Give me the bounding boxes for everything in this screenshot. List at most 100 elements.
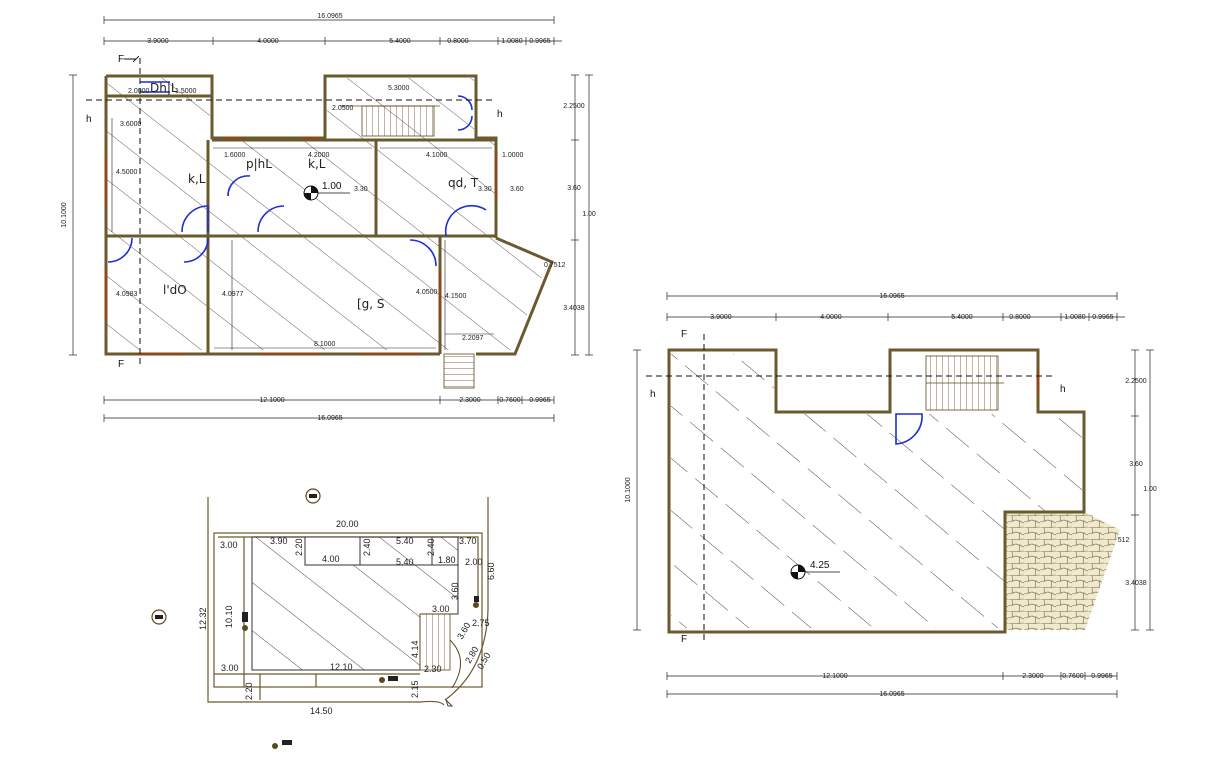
plan2-dim-bottom-1: 12.1000 <box>822 673 847 680</box>
plan1-dim-top-5: 1.0080 <box>501 38 523 45</box>
plan1-inner-dim: 3.6000 <box>120 121 142 128</box>
site-dim: 3.00 <box>432 604 450 614</box>
plan1-inner-dim: 2.0000 <box>128 88 150 95</box>
plan1-inner-dim: 4.0977 <box>222 291 244 298</box>
plan1-inner-dim: 3.30 <box>354 186 368 193</box>
plan2-walls <box>667 348 1086 634</box>
plan1-room-1: Dh|L <box>150 81 178 95</box>
plan1-inner-dim: 0.7512 <box>544 262 566 269</box>
plan2-dim-bottom-4: 0.9965 <box>1091 673 1113 680</box>
plan1-right-dim-3: 3.4038 <box>563 305 585 312</box>
plan1-stairs <box>361 105 435 137</box>
plan1-dim-top-3: 5.4000 <box>389 38 411 45</box>
site-markers <box>151 488 479 749</box>
site-dim: 5.40 <box>396 557 414 567</box>
plan2-dim-top-2: 4.0000 <box>820 314 842 321</box>
plan2-right-total: 1.00 <box>1143 486 1157 493</box>
plan1-dim-top-1: 3.9000 <box>147 38 169 45</box>
plan1-section-h-left: h <box>86 114 92 125</box>
plan2-vertical-dimensions <box>633 349 1154 631</box>
plan1-inner-dim: 4.1000 <box>426 152 448 159</box>
plan2-section-h-right: h <box>1060 384 1066 395</box>
plan1-inner-dim: 1.0000 <box>502 152 524 159</box>
plan2-overall-top: 16.0965 <box>879 293 904 300</box>
plan1-inner-dim: 4.0500 <box>416 289 438 296</box>
plan2-dim-top-5: 1.0080 <box>1064 314 1086 321</box>
site-dim: 3.60 <box>450 582 460 600</box>
plan1-bottom-dimensions <box>103 396 555 422</box>
site-dim: 5.40 <box>396 536 414 546</box>
site-dim: 2.00 <box>465 557 483 567</box>
plan2-dim-top-3: 5.4000 <box>951 314 973 321</box>
site-dim: 2.15 <box>410 680 420 698</box>
plan1-level: 1.00 <box>322 181 342 192</box>
site-dim: 2.40 <box>362 538 372 556</box>
site-dim: 3.90 <box>270 536 288 546</box>
site-dim: 4.00 <box>322 554 340 564</box>
plan1-inner-dim: 1.5000 <box>175 88 197 95</box>
plan1-doors <box>107 81 487 267</box>
plan2-section-f-bottom: F <box>681 634 687 645</box>
plan1-overall-bottom: 16.0965 <box>317 415 342 422</box>
plan1-vertical-dimensions <box>69 74 593 356</box>
plan2-bottom-dimensions <box>666 672 1118 698</box>
site-dim: 2.20 <box>294 538 304 556</box>
plan1-room-5: qd, T <box>448 176 479 190</box>
site-dim: 3.70 <box>459 536 477 546</box>
plan2-level: 4.25 <box>810 560 830 571</box>
plan2-right-dim-1: 2.2500 <box>1125 378 1147 385</box>
site-dim: 20.00 <box>336 519 359 529</box>
site-dim: 6.60 <box>486 562 496 580</box>
ground-floor-plan: 16.0965 3.9000 4.0000 5.4000 0.8000 1.00… <box>61 13 596 422</box>
site-steps <box>419 613 451 671</box>
site-dimensions: 20.00 3.00 3.90 2.20 4.00 2.40 5.40 2.40… <box>198 519 496 716</box>
plan2-top-dimensions <box>666 292 1125 321</box>
plan2-right-dim-2: 3.60 <box>1129 461 1143 468</box>
plan2-dim-top-1: 3.9000 <box>710 314 732 321</box>
plan2-dim-top-6: 0.9965 <box>1092 314 1114 321</box>
plan2-stone-terrace <box>1005 512 1120 630</box>
plan1-dim-top-6: 0.9965 <box>529 38 551 45</box>
roof-plan: 16.0965 3.9000 4.0000 5.4000 0.8000 1.00… <box>625 292 1157 698</box>
plan1-hatch <box>106 78 548 350</box>
site-dim: 3.00 <box>221 663 239 673</box>
plan1-inner-dim: 2.2097 <box>462 335 484 342</box>
plan1-right-dim-2: 3.60 <box>567 185 581 192</box>
plan1-inner-dim: 4.2000 <box>308 152 330 159</box>
plan1-inner-dim: 3.60 <box>510 186 524 193</box>
site-dim: 10.10 <box>224 605 234 628</box>
plan1-inner-dim: 4.5000 <box>116 169 138 176</box>
plan1-entry-steps <box>443 353 475 389</box>
plan1-dim-bottom-3: 0.7600 <box>499 397 521 404</box>
plan1-windows <box>104 136 498 356</box>
site-dim: 12.10 <box>330 662 353 672</box>
plan1-inner-dim: 4.1500 <box>445 293 467 300</box>
plan2-dim-bottom-2: 2.3000 <box>1022 673 1044 680</box>
plan1-dim-top-2: 4.0000 <box>257 38 279 45</box>
plan2-section-f-top: F <box>681 329 687 340</box>
plan1-overall-top: 16.0965 <box>317 13 342 20</box>
plan1-left-dim: 10.1000 <box>61 202 68 227</box>
plan2-overall-bottom: 16.0965 <box>879 691 904 698</box>
plan1-dim-bottom-1: 12.1000 <box>259 397 284 404</box>
plan2-door <box>895 413 923 445</box>
site-dim: 2.30 <box>424 664 442 674</box>
plan1-room-3: p|hL <box>246 157 272 171</box>
plan1-room-7: [g, S <box>357 297 385 311</box>
plan1-room-6: l'dO <box>163 283 187 297</box>
plan2-section-h-left: h <box>650 389 656 400</box>
plan2-hatch <box>671 354 1082 628</box>
plan2-right-dim-3: 3.4038 <box>1125 580 1147 587</box>
plan1-top-dimensions <box>103 16 562 45</box>
plan1-right-total: 1.00 <box>582 211 596 218</box>
plan1-dim-top-4: 0.8000 <box>447 38 469 45</box>
site-dim: 12.32 <box>198 607 208 630</box>
plan1-level-marker <box>303 185 350 201</box>
plan2-level-marker <box>790 564 840 580</box>
site-stair-block <box>304 536 361 566</box>
plan2-dim-top-4: 0.8000 <box>1009 314 1031 321</box>
plan1-room-2: k,L <box>188 172 206 186</box>
site-dim: 3.00 <box>220 540 238 550</box>
plan1-inner-dim: 8.1000 <box>314 341 336 348</box>
